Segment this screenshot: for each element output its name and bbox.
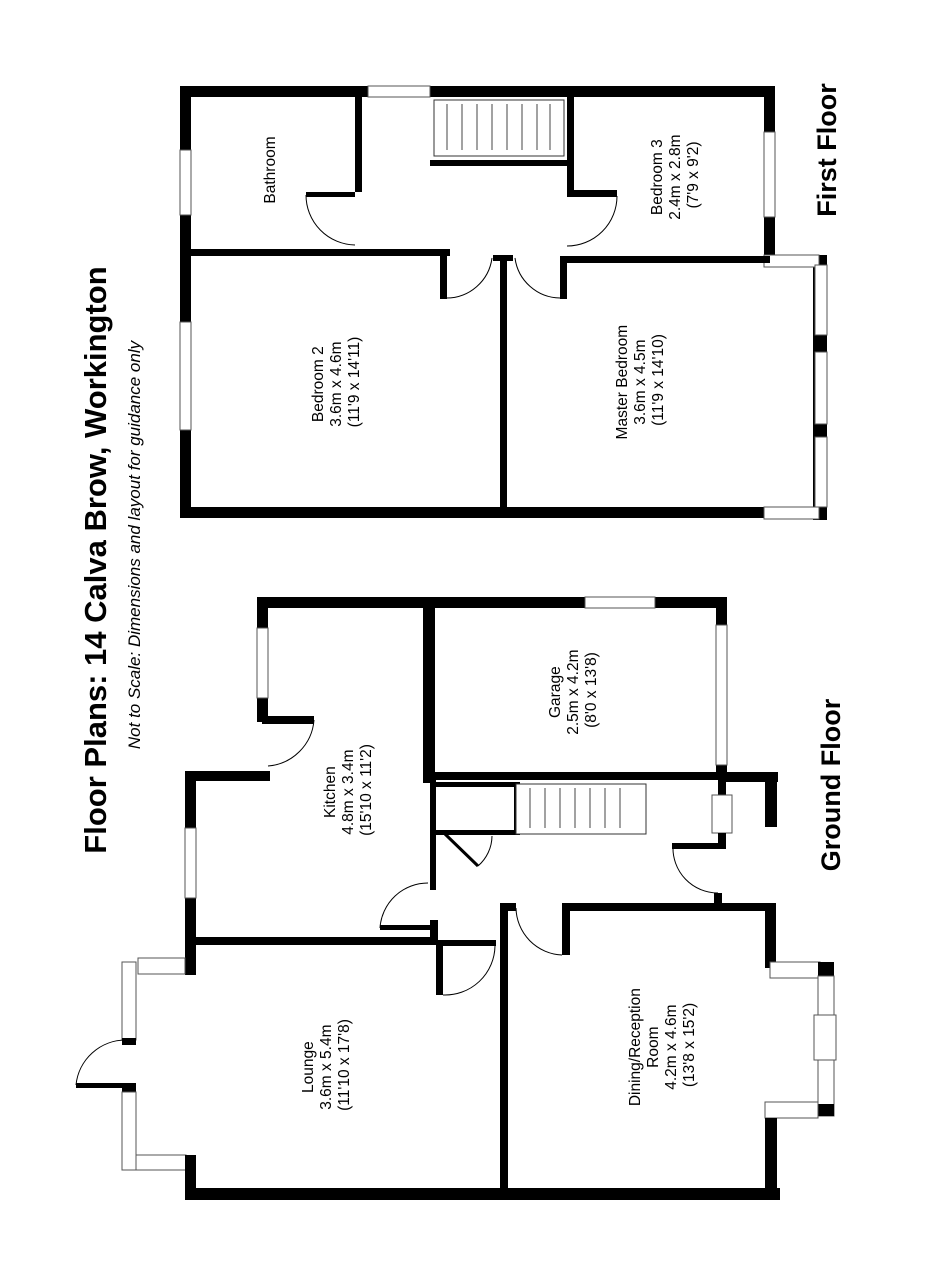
wall (765, 903, 776, 968)
wall (567, 97, 574, 197)
wall (714, 893, 722, 905)
window (137, 957, 186, 975)
room-label-master-bedroom: Master Bedroom 3.6m x 4.5m (11'9 x 14'10… (614, 321, 667, 440)
window (813, 1014, 837, 1061)
first-floor-plan: Bathroom Bedroom 2 3.6m x 4.6m (11'9 x 1… (179, 83, 842, 520)
door-swing (514, 257, 561, 299)
wall (122, 1038, 136, 1045)
window (367, 85, 431, 98)
wall (562, 903, 570, 955)
wall (430, 920, 438, 945)
wall (423, 608, 435, 783)
door-swing (75, 1039, 127, 1086)
document-disclaimer: Not to Scale: Dimensions and layout for … (125, 339, 144, 749)
wall (440, 249, 447, 299)
wall (500, 903, 508, 1193)
window (711, 794, 733, 834)
wall (430, 160, 567, 166)
wall (423, 772, 728, 780)
wall (436, 940, 496, 946)
wall (180, 86, 191, 518)
wall (262, 716, 314, 724)
window (763, 254, 820, 268)
window (814, 351, 828, 425)
wall (818, 1104, 834, 1116)
window (584, 596, 656, 609)
window (764, 1101, 819, 1119)
window (769, 961, 821, 979)
room-label-bedroom-3: Bedroom 3 2.4m x 2.8m (7'9 x 9'2) (649, 130, 702, 220)
door-swing (442, 945, 496, 996)
window (184, 827, 197, 899)
wall (185, 771, 270, 781)
window (763, 506, 820, 520)
wall (672, 843, 726, 849)
room-label-bedroom-2: Bedroom 2 3.6m x 4.6m (11'9 x 14'11) (310, 337, 363, 428)
wall (355, 97, 362, 192)
wall (718, 780, 726, 795)
door-swing (267, 719, 315, 767)
wall (436, 945, 443, 995)
wall (430, 780, 436, 890)
window (135, 1154, 187, 1171)
wall (380, 925, 430, 930)
window (814, 264, 828, 336)
door-swing (379, 882, 429, 929)
wall (180, 507, 775, 518)
room-label-garage: Garage 2.5m x 4.2m (8'0 x 13'8) (547, 645, 600, 735)
wall (500, 903, 516, 911)
staircase (515, 783, 647, 835)
room-label-dining-reception: Dining/Reception Room 4.2m x 4.6m (13'8 … (627, 984, 698, 1106)
wall (560, 256, 567, 299)
wall (257, 597, 727, 608)
wall (436, 830, 516, 835)
wall (560, 256, 770, 263)
staircase (433, 99, 565, 157)
floor-label-first: First Floor (812, 83, 842, 217)
document-title: Floor Plans: 14 Calva Brow, Workington (78, 266, 113, 853)
window (179, 149, 192, 216)
ground-floor-plan: Kitchen 4.8m x 3.4m (15'10 x 11'2) Garag… (75, 596, 846, 1200)
wall (818, 962, 834, 976)
window (814, 436, 828, 508)
window (179, 321, 192, 431)
floor-label-ground: Ground Floor (816, 698, 846, 871)
door-swing (305, 194, 356, 246)
wall (718, 833, 726, 848)
wall (180, 249, 450, 256)
window (256, 627, 269, 699)
window (121, 1091, 137, 1171)
door-swing (566, 195, 618, 247)
door-swing (515, 907, 563, 956)
room-label-lounge: Lounge 3.6m x 5.4m (11'10 x 17'8) (300, 1019, 353, 1111)
wall (765, 772, 777, 827)
cupboard-door (443, 832, 480, 868)
door-swing (477, 835, 493, 867)
stair-treads (529, 788, 621, 828)
stair-treads (446, 104, 551, 150)
wall (765, 1118, 777, 1200)
wall (436, 782, 516, 787)
wall (185, 937, 435, 945)
wall (185, 1155, 196, 1200)
room-label-kitchen: Kitchen 4.8m x 3.4m (15'10 x 11'2) (322, 744, 375, 836)
window (715, 624, 728, 766)
wall (76, 1083, 136, 1088)
door-leaf (306, 192, 355, 197)
door-swing (445, 257, 493, 299)
wall (500, 255, 507, 510)
wall (562, 903, 770, 911)
wall (185, 1188, 780, 1200)
room-label-bathroom: Bathroom (262, 136, 279, 203)
window (121, 961, 137, 1041)
wall (720, 772, 778, 782)
wall (567, 190, 617, 197)
wall (185, 945, 196, 975)
wall (180, 86, 775, 97)
door-swing (672, 845, 719, 894)
window (763, 131, 776, 218)
wall (493, 255, 513, 261)
